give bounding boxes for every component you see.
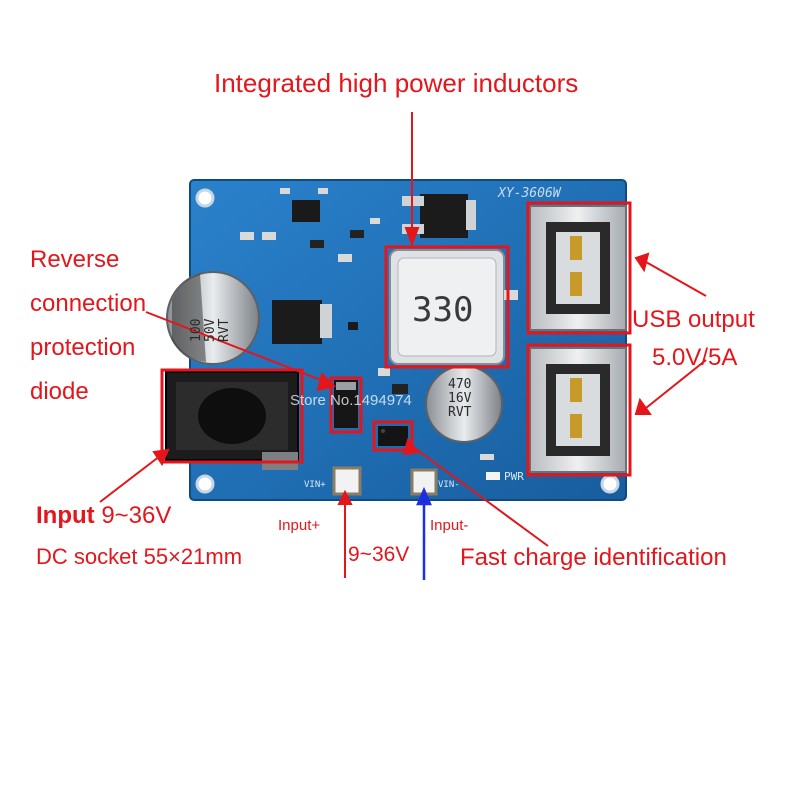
label-pad-voltage: 9~36V [348, 543, 410, 566]
cap-left-line2: 50V [203, 318, 218, 342]
label-input-plus: Input+ [278, 517, 321, 534]
label-usb-output: USB output [632, 306, 755, 333]
label-reverse-line3: protection [30, 334, 136, 361]
pad-minus-label: VIN- [438, 480, 460, 490]
label-reverse-line2: connection [30, 290, 147, 317]
mounting-hole [195, 474, 215, 494]
mosfet-middle [272, 300, 322, 344]
highlight-dc-jack [160, 368, 304, 464]
cap-right-text: 470 16V RVT [448, 378, 471, 420]
highlight-diode [329, 376, 363, 434]
highlight-usb-top [526, 201, 632, 335]
label-reverse-line1: Reverse [30, 246, 120, 273]
mosfet-top [420, 194, 468, 238]
label-fast-charge: Fast charge identification [460, 544, 727, 571]
pad-plus-label: VIN+ [304, 480, 326, 490]
cap-left-line1: 100 [189, 318, 204, 342]
label-input-prefix: Input [36, 502, 95, 529]
highlight-ic [372, 420, 414, 452]
label-input-minus: Input- [430, 517, 469, 534]
highlight-usb-bottom [526, 343, 632, 477]
cap-right-line1: 470 [448, 377, 472, 392]
ic-chip [292, 200, 320, 222]
label-reverse-line4: diode [30, 378, 89, 405]
label-input-range: 9~36V [101, 502, 172, 529]
cap-right-line2: 16V [448, 391, 472, 406]
pwr-label: PWR [504, 470, 524, 483]
inductor-marking: 330 [412, 290, 474, 330]
cap-right-line3: RVT [448, 405, 472, 420]
pwr-led [486, 472, 500, 480]
label-dc-socket: DC socket 55×21mm [36, 544, 243, 569]
mounting-hole [600, 474, 620, 494]
label-reverse-protection: Reverse connection protection diode [30, 238, 146, 414]
label-inductors: Integrated high power inductors [214, 68, 579, 98]
board-model: XY-3606W [498, 186, 561, 201]
label-usb-voltage: 5.0V/5A [652, 344, 738, 371]
highlight-inductor [384, 245, 510, 369]
fast-charge-ic [378, 426, 408, 446]
label-input: Input 9~36V [36, 504, 171, 528]
cap-left-line3: RVT [217, 318, 232, 342]
cap-left-text: 100 50V RVT [189, 318, 232, 342]
vin-plus-pad [332, 466, 362, 496]
store-watermark: Store No.1494974 [290, 392, 412, 409]
mounting-hole [195, 188, 215, 208]
